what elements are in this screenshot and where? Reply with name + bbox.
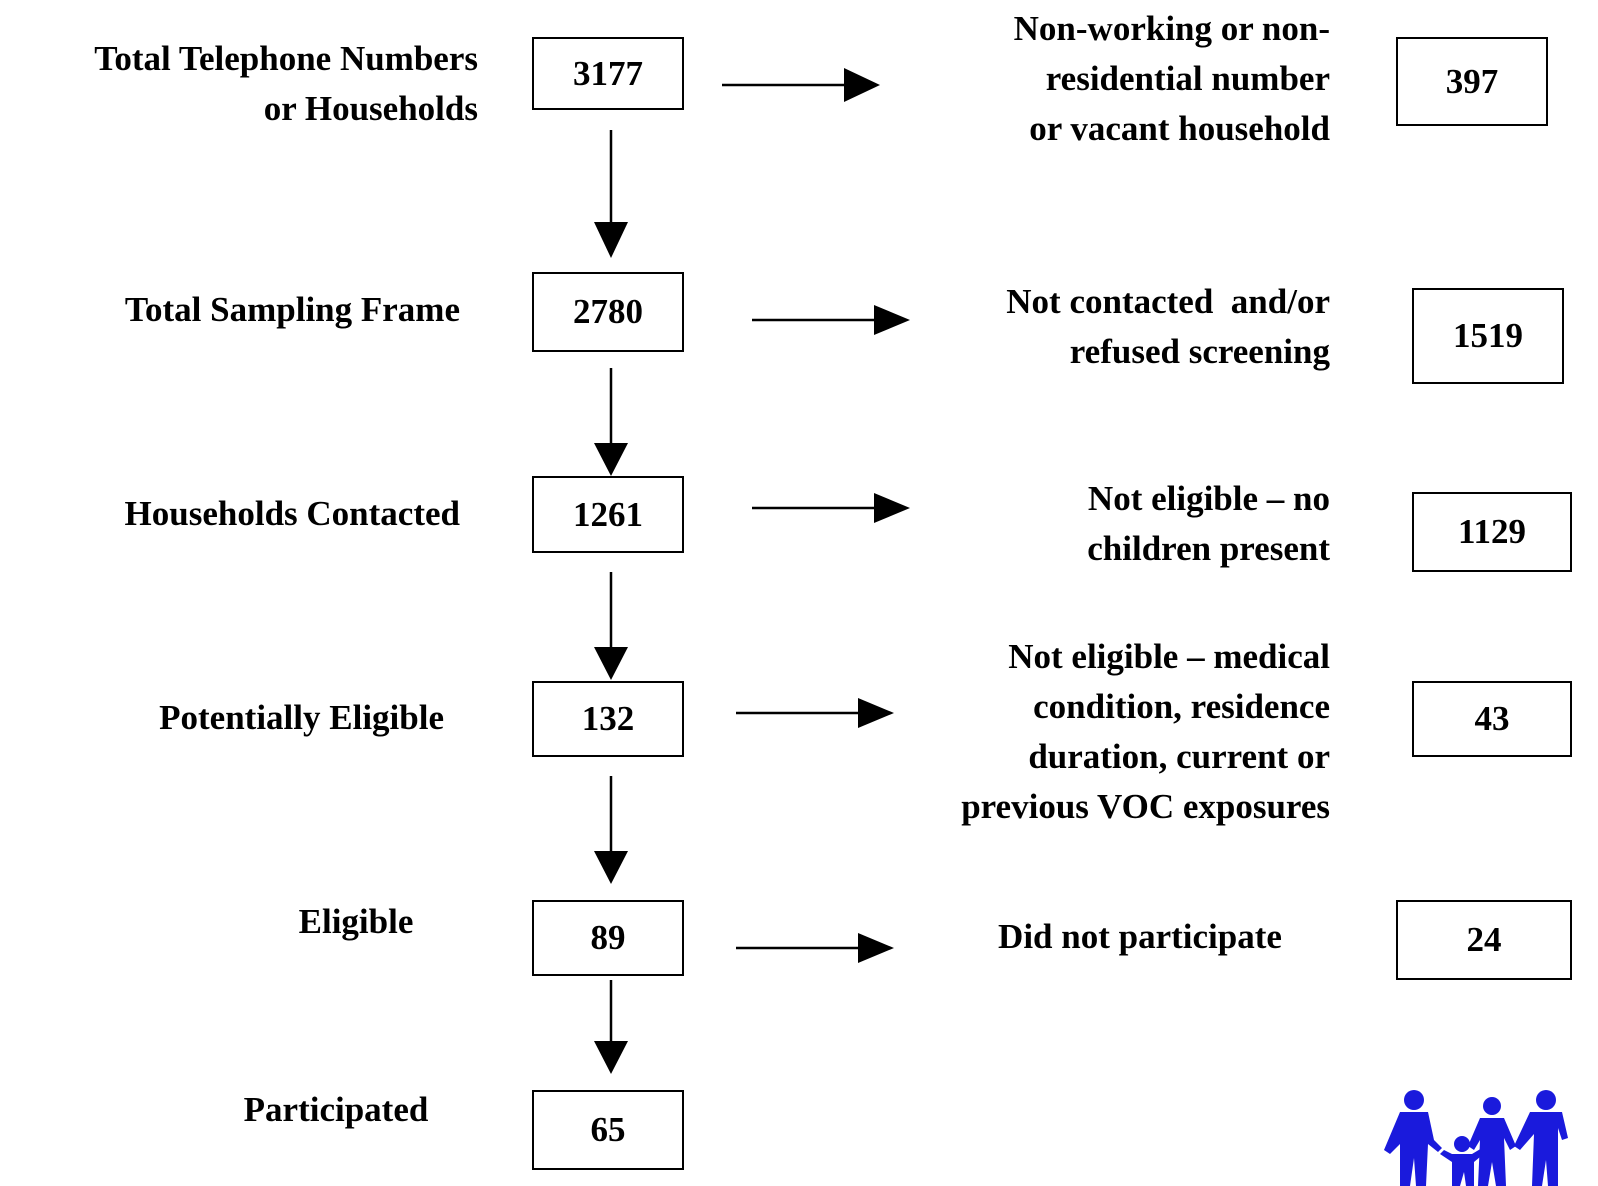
stage-count-box-89: 89 bbox=[532, 900, 684, 976]
exclusion-label-medical: Not eligible – medical condition, reside… bbox=[961, 637, 1330, 826]
exclusion-count-box-43: 43 bbox=[1412, 681, 1572, 757]
arrow-down-4 bbox=[594, 776, 628, 884]
exclusion-count-box-397: 397 bbox=[1396, 37, 1548, 126]
exclusion-label-no-children: Not eligible – no children present bbox=[1087, 479, 1330, 568]
arrow-right-1 bbox=[722, 68, 880, 102]
stage-label-sampling-frame: Total Sampling Frame bbox=[124, 290, 460, 329]
stage-label-households-contacted: Households Contacted bbox=[124, 494, 460, 533]
stage-label-total-telephone: Total Telephone Numbers or Households bbox=[94, 39, 478, 128]
arrow-right-5 bbox=[736, 933, 894, 963]
arrow-right-2 bbox=[752, 305, 910, 335]
arrow-down-5 bbox=[594, 980, 628, 1074]
arrow-right-4 bbox=[736, 698, 894, 728]
arrow-down-1 bbox=[594, 130, 628, 258]
exclusion-count-box-1129: 1129 bbox=[1412, 492, 1572, 572]
stage-label-eligible: Eligible bbox=[298, 902, 414, 941]
stage-label-potentially-eligible: Potentially Eligible bbox=[159, 698, 444, 737]
exclusion-label-did-not-participate: Did not participate bbox=[998, 917, 1282, 956]
arrow-right-3 bbox=[752, 493, 910, 523]
arrow-down-2 bbox=[594, 368, 628, 476]
stage-count-box-65: 65 bbox=[532, 1090, 684, 1170]
exclusion-count-box-24: 24 bbox=[1396, 900, 1572, 980]
stage-count-box-132: 132 bbox=[532, 681, 684, 757]
exclusion-label-nonworking: Non-working or non- residential number o… bbox=[1013, 9, 1330, 148]
arrow-down-3 bbox=[594, 572, 628, 680]
stage-count-box-3177: 3177 bbox=[532, 37, 684, 110]
exclusion-count-box-1519: 1519 bbox=[1412, 288, 1564, 384]
family-holding-hands-icon bbox=[1384, 1090, 1568, 1186]
stage-label-participated: Participated bbox=[243, 1090, 429, 1129]
stage-count-box-2780: 2780 bbox=[532, 272, 684, 352]
stage-count-box-1261: 1261 bbox=[532, 476, 684, 553]
exclusion-label-not-contacted: Not contacted and/or refused screening bbox=[1006, 282, 1330, 371]
